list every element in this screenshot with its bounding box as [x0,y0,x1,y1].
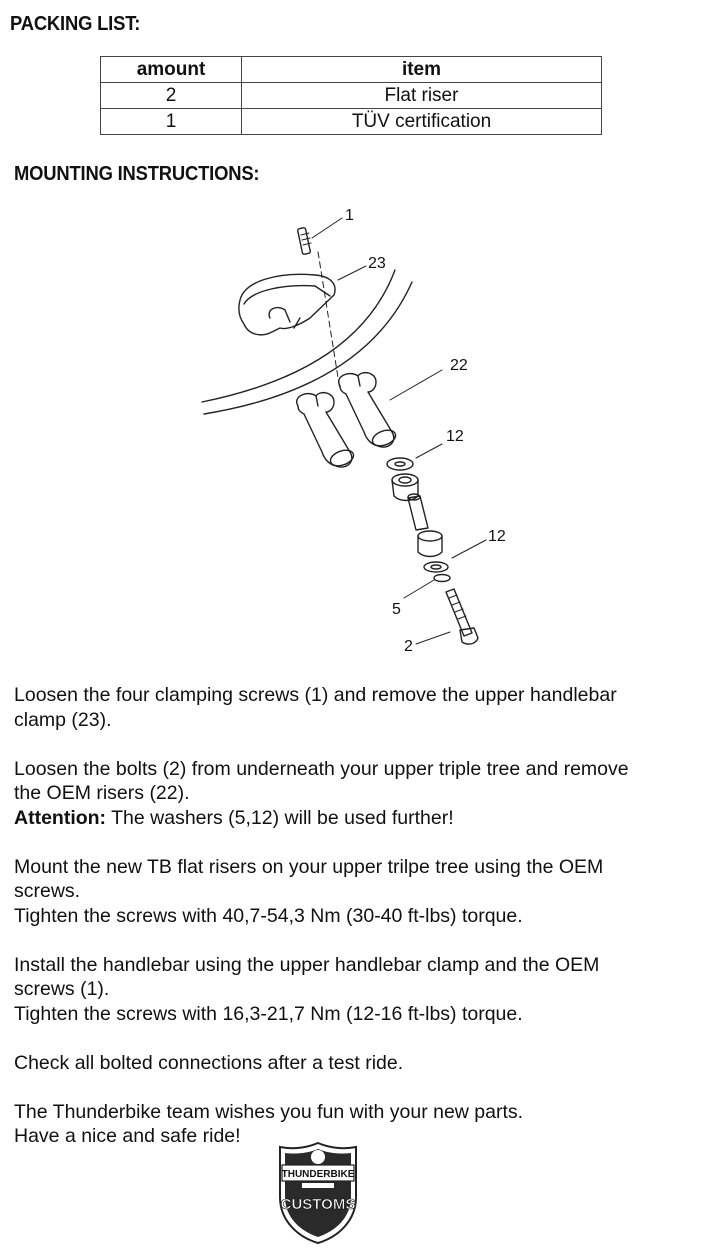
table-row: 2 Flat riser [100,82,602,109]
handlebar-clamp-icon [238,273,336,336]
small-washer-icon [433,573,451,583]
mounting-instructions-heading: MOUNTING INSTRUCTIONS: [14,163,260,185]
instruction-line: Mount the new TB flat risers on your upp… [14,855,604,878]
table-header-row: amount item [100,56,602,83]
thunderbike-customs-logo: THUNDERBIKE CUSTOMS [279,1141,357,1245]
callout-1: 1 [345,207,354,224]
table-row: 1 TÜV certification [100,108,602,135]
instruction-line: Tighten the screws with 16,3-21,7 Nm (12… [14,1002,523,1025]
column-header-item: item [241,56,602,83]
attention-note: Attention: The washers (5,12) will be us… [14,806,704,831]
instruction-step: Install the handlebar using the upper ha… [14,953,704,1027]
callout-23: 23 [368,255,386,272]
instruction-line: Install the handlebar using the upper ha… [14,953,600,976]
clamp-screw-icon [297,227,312,255]
instruction-step: Loosen the four clamping screws (1) and … [14,683,704,732]
column-header-amount: amount [100,56,242,83]
callout-leaders [311,217,487,645]
callout-12-upper: 12 [446,428,464,445]
instruction-step: Loosen the bolts (2) from underneath you… [14,757,704,831]
attention-label: Attention: [14,806,107,829]
packing-list-heading: PACKING LIST: [10,13,141,35]
callout-12-lower: 12 [488,528,506,545]
instruction-line: screws (1). [14,978,110,1000]
callout-22: 22 [450,357,468,374]
logo-top-text: THUNDERBIKE [282,1169,355,1180]
amount-cell: 2 [100,82,242,109]
handlebar-outline [201,269,413,415]
instruction-line: Check all bolted connections after a tes… [14,1051,404,1074]
riser-bolt-icon [445,588,479,645]
item-cell: Flat riser [241,82,602,109]
assembly-axis-line [317,251,341,391]
left-riser-icon [296,391,355,468]
right-riser-icon [338,371,397,448]
amount-cell: 1 [100,108,242,135]
instruction-line: Have a nice and safe ride! [14,1125,241,1147]
instruction-step: Check all bolted connections after a tes… [14,1051,704,1076]
lower-bushing-icon [417,530,443,558]
instruction-steps: Loosen the four clamping screws (1) and … [14,683,704,1173]
spacer-icon [407,493,429,531]
instruction-line: Tighten the screws with 40,7-54,3 Nm (30… [14,904,523,927]
item-cell: TÜV certification [241,108,602,135]
callout-2: 2 [404,638,413,655]
exploded-assembly-diagram: 1 23 22 12 12 5 2 [201,207,506,655]
attention-text: The washers (5,12) will be used further! [106,806,454,829]
logo-bottom-text: CUSTOMS [281,1196,356,1213]
instruction-line: the OEM risers (22). [14,782,190,804]
instruction-line: Loosen the bolts (2) from underneath you… [14,757,629,780]
instruction-step: The Thunderbike team wishes you fun with… [14,1100,704,1149]
instruction-line: screws. [14,880,81,902]
washer-icon [386,457,414,471]
instruction-line: clamp (23). [14,708,112,731]
instruction-step: Mount the new TB flat risers on your upp… [14,855,704,929]
callout-5: 5 [392,601,401,618]
instruction-line: Loosen the four clamping screws (1) and … [14,684,617,706]
instruction-line: The Thunderbike team wishes you fun with… [14,1100,524,1123]
packing-list-table: amount item 2 Flat riser 1 TÜV certifica… [100,56,602,135]
lower-washer-icon [423,561,449,573]
